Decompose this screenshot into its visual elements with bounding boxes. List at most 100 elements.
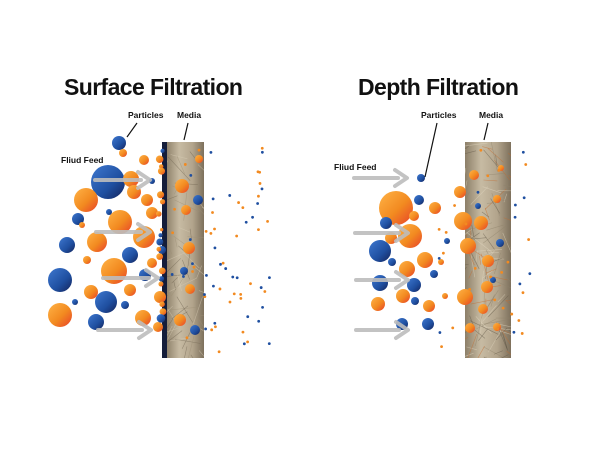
media-fiber bbox=[490, 142, 498, 172]
orange-particle-icon bbox=[438, 259, 444, 265]
blue-fine-particle-icon bbox=[213, 321, 217, 325]
blue-particle-icon bbox=[369, 240, 391, 262]
media-fiber bbox=[166, 154, 173, 163]
media-fiber bbox=[503, 184, 511, 187]
surface-leader-lines bbox=[126, 122, 189, 141]
blue-fine-particle-icon bbox=[246, 315, 250, 319]
orange-fine-particle-icon bbox=[203, 295, 207, 299]
media-particle-icon bbox=[195, 155, 203, 163]
media-fiber bbox=[471, 224, 475, 240]
blue-fine-particle-icon bbox=[189, 173, 193, 177]
orange-fine-particle-icon bbox=[183, 163, 187, 166]
media-fiber bbox=[465, 148, 466, 151]
depth-particles-label: Particles bbox=[421, 110, 457, 120]
media-fiber bbox=[482, 233, 495, 250]
blue-fine-particle-icon bbox=[251, 215, 254, 219]
media-particle-icon bbox=[193, 195, 203, 205]
media-fiber bbox=[483, 179, 498, 182]
media-fiber bbox=[482, 225, 507, 244]
blue-fine-particle-icon bbox=[438, 331, 442, 334]
orange-particle-icon bbox=[442, 293, 448, 299]
media-fiber bbox=[508, 174, 511, 178]
blue-fine-particle-icon bbox=[244, 220, 248, 224]
media-fiber bbox=[167, 244, 173, 255]
depth-filtration-title: Depth Filtration bbox=[358, 74, 519, 100]
orange-particle-icon bbox=[396, 289, 410, 303]
media-fiber bbox=[167, 156, 191, 181]
orange-fine-particle-icon bbox=[241, 330, 245, 334]
orange-fine-particle-icon bbox=[500, 270, 504, 274]
orange-fine-particle-icon bbox=[239, 297, 243, 300]
depth-media-leader bbox=[483, 122, 489, 141]
media-fiber bbox=[190, 354, 194, 358]
media-fiber bbox=[468, 270, 473, 279]
blue-particle-icon bbox=[414, 195, 424, 205]
media-fiber bbox=[480, 318, 482, 334]
blue-particle-icon bbox=[106, 209, 112, 215]
trapped-particle-icon bbox=[460, 238, 476, 254]
media-fiber bbox=[482, 186, 502, 194]
media-fiber bbox=[187, 250, 191, 270]
surface-media-label: Media bbox=[177, 110, 202, 120]
surface-feed-arrows bbox=[93, 170, 160, 340]
orange-fine-particle-icon bbox=[171, 231, 175, 235]
media-fiber bbox=[478, 319, 506, 326]
orange-particle-icon bbox=[79, 222, 85, 228]
blue-fine-particle-icon bbox=[257, 319, 261, 323]
trapped-particle-icon bbox=[158, 267, 166, 275]
orange-particle-icon bbox=[154, 291, 166, 303]
orange-fine-particle-icon bbox=[473, 267, 477, 270]
trapped-particle-icon bbox=[157, 167, 166, 175]
media-particle-icon bbox=[190, 325, 200, 335]
orange-fine-particle-icon bbox=[221, 261, 225, 265]
media-fiber bbox=[166, 330, 183, 344]
media-fiber bbox=[202, 207, 204, 208]
media-fiber bbox=[465, 263, 469, 266]
media-fiber bbox=[196, 265, 202, 278]
trapped-particle-icon bbox=[159, 227, 164, 232]
media-fiber bbox=[482, 146, 493, 150]
media-particle-icon bbox=[181, 205, 191, 215]
orange-particle-icon bbox=[146, 207, 158, 219]
media-fiber bbox=[200, 314, 204, 316]
media-fiber bbox=[479, 255, 482, 265]
trapped-particle-icon bbox=[478, 304, 488, 314]
blue-particle-icon bbox=[422, 318, 434, 330]
orange-fine-particle-icon bbox=[257, 228, 260, 232]
media-fiber bbox=[495, 327, 508, 341]
blue-fine-particle-icon bbox=[213, 246, 217, 250]
media-fiber bbox=[505, 300, 511, 305]
media-fiber bbox=[497, 294, 506, 303]
orange-fine-particle-icon bbox=[527, 238, 531, 241]
blue-fine-particle-icon bbox=[513, 215, 517, 219]
media-fiber bbox=[198, 350, 204, 357]
blue-fine-particle-icon bbox=[182, 275, 185, 278]
feed-arrow-icon bbox=[354, 320, 410, 340]
depth-feed-label: Fliud Feed bbox=[334, 162, 377, 172]
orange-fine-particle-icon bbox=[257, 194, 260, 198]
orange-fine-particle-icon bbox=[217, 350, 221, 354]
media-fiber bbox=[187, 236, 204, 239]
blue-fine-particle-icon bbox=[261, 305, 264, 309]
trapped-particle-icon bbox=[454, 186, 466, 198]
orange-fine-particle-icon bbox=[173, 207, 176, 211]
feed-arrow-icon bbox=[101, 268, 160, 288]
blue-fine-particle-icon bbox=[512, 330, 516, 334]
orange-fine-particle-icon bbox=[486, 174, 490, 178]
blue-particle-icon bbox=[88, 314, 104, 330]
media-fiber bbox=[465, 352, 474, 357]
orange-fine-particle-icon bbox=[496, 327, 499, 331]
trapped-particle-icon bbox=[155, 211, 162, 217]
blue-particle-icon bbox=[444, 238, 450, 244]
media-fiber bbox=[170, 154, 188, 160]
orange-particle-icon bbox=[139, 155, 149, 165]
media-fiber bbox=[482, 270, 494, 279]
blue-fine-particle-icon bbox=[170, 273, 174, 276]
blue-fine-particle-icon bbox=[260, 150, 264, 154]
blue-particle-icon bbox=[48, 268, 72, 292]
media-fiber bbox=[503, 217, 511, 221]
blue-particle-icon bbox=[72, 299, 78, 305]
trapped-particle-icon bbox=[158, 281, 164, 287]
media-fiber bbox=[483, 356, 486, 358]
